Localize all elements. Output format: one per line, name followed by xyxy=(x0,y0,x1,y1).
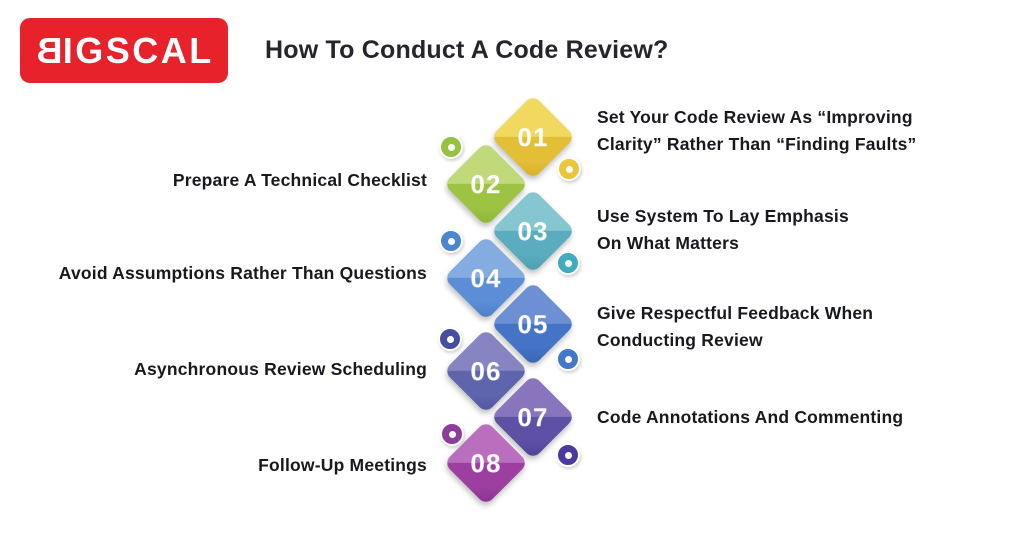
logo-letter-b-mirrored: B xyxy=(34,29,63,71)
step-7-label-line: Code Annotations And Commenting xyxy=(597,407,904,427)
step-2-label: Prepare A Technical Checklist xyxy=(173,167,427,194)
step-4-label-line: Avoid Assumptions Rather Than Questions xyxy=(58,263,427,283)
step-3-number: 03 xyxy=(517,215,549,246)
step-6-label-line: Asynchronous Review Scheduling xyxy=(134,359,427,379)
step-1-label-line: Set Your Code Review As “Improving xyxy=(597,107,913,127)
step-3-label-line: Use System To Lay Emphasis xyxy=(597,206,849,226)
step-6-number: 06 xyxy=(470,355,502,386)
step-1-dot-icon xyxy=(557,157,581,181)
step-6-label: Asynchronous Review Scheduling xyxy=(134,356,427,383)
step-5-label-line: Conducting Review xyxy=(597,330,763,350)
step-2-number: 02 xyxy=(470,168,502,199)
logo-letters-rest: IGSCAL xyxy=(62,29,214,71)
page-title: How To Conduct A Code Review? xyxy=(265,36,669,64)
step-4-number: 04 xyxy=(470,262,502,293)
step-1-label: Set Your Code Review As “Improving Clari… xyxy=(597,104,917,158)
step-1-number: 01 xyxy=(517,121,549,152)
step-5-label: Give Respectful Feedback When Conducting… xyxy=(597,300,873,354)
step-6-dot-icon xyxy=(438,327,462,351)
step-7-label: Code Annotations And Commenting xyxy=(597,404,903,431)
step-2-label-line: Prepare A Technical Checklist xyxy=(172,170,427,190)
step-1-label-line: Clarity” Rather Than “Finding Faults” xyxy=(597,134,917,154)
step-5-dot-icon xyxy=(556,347,580,371)
step-2-dot-icon xyxy=(439,135,463,159)
step-7-number: 07 xyxy=(517,401,549,432)
step-3-label-line: On What Matters xyxy=(597,233,740,253)
step-3-label: Use System To Lay Emphasis On What Matte… xyxy=(597,203,849,257)
step-8-label-line: Follow-Up Meetings xyxy=(258,455,427,475)
step-7-dot-icon xyxy=(556,443,580,467)
step-4-dot-icon xyxy=(439,229,463,253)
step-8-label: Follow-Up Meetings xyxy=(258,452,427,479)
step-5-label-line: Give Respectful Feedback When xyxy=(597,303,874,323)
step-8-dot-icon xyxy=(440,422,464,446)
step-5-number: 05 xyxy=(517,308,549,339)
step-3-dot-icon xyxy=(556,251,580,275)
step-8-number: 08 xyxy=(470,447,502,478)
step-4-label: Avoid Assumptions Rather Than Questions xyxy=(59,260,427,287)
